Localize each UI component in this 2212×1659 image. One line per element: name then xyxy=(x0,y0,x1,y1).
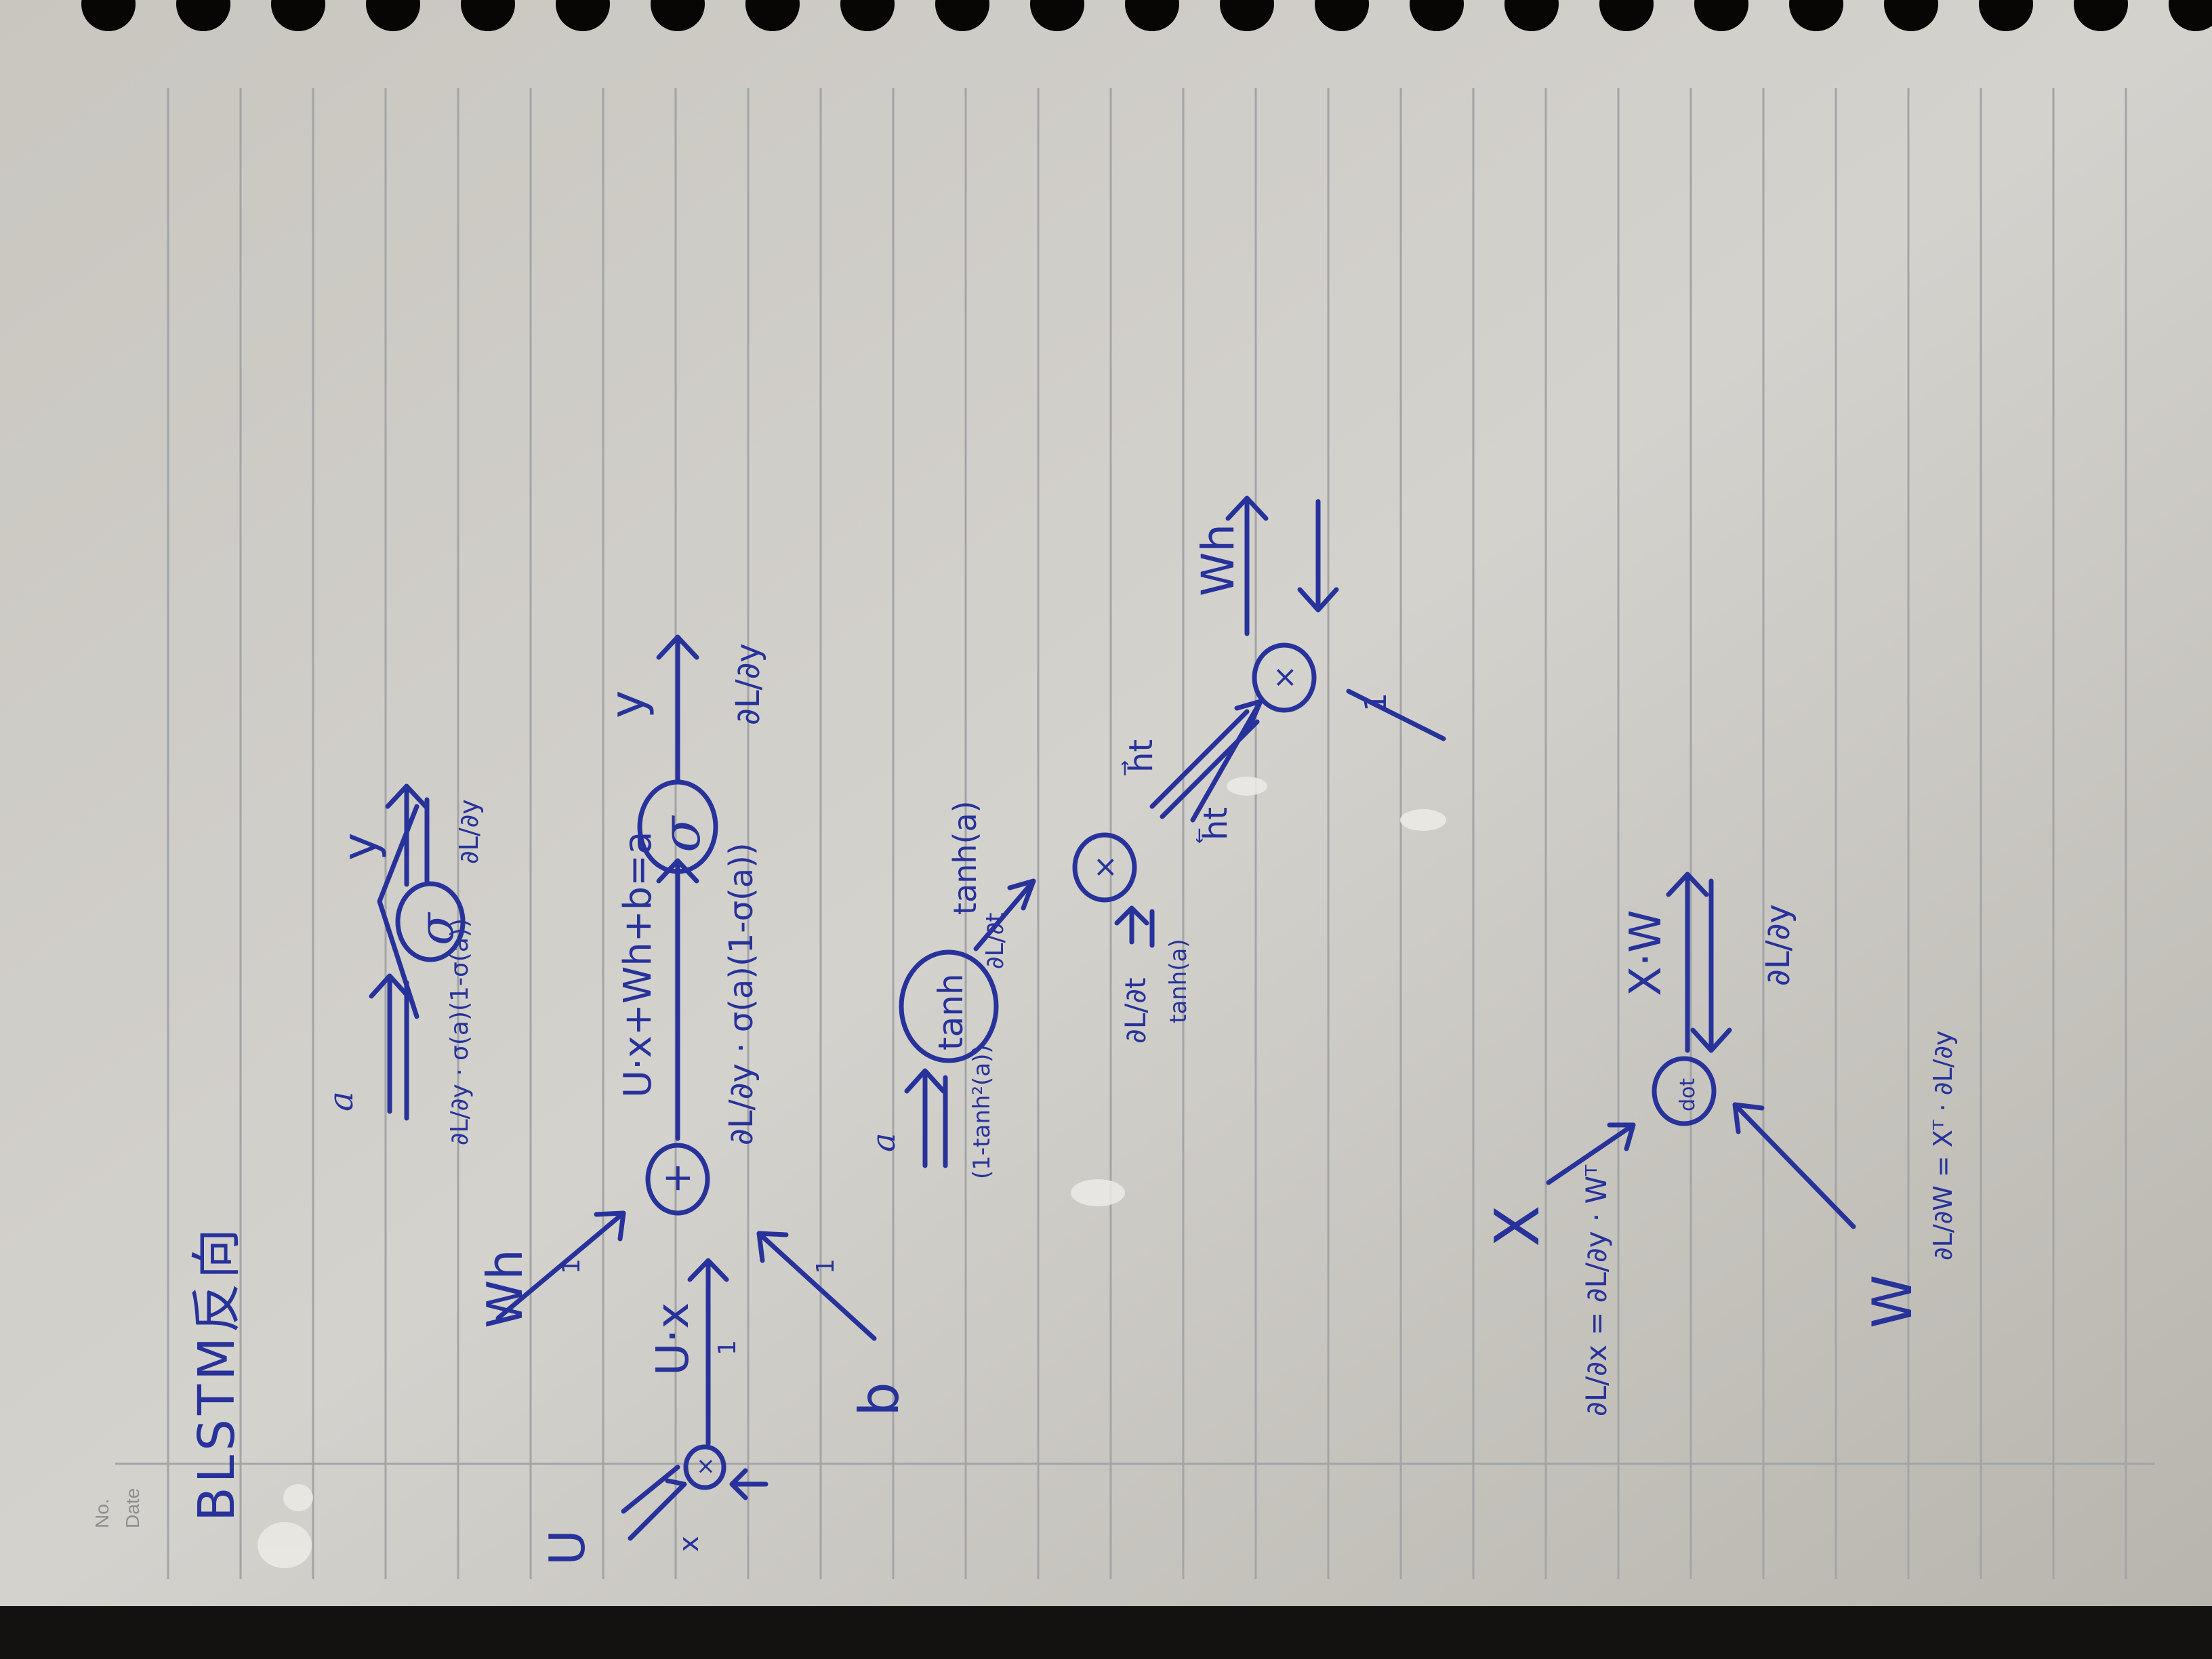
b-arrow xyxy=(756,1231,877,1341)
b-label: b xyxy=(848,1382,911,1416)
tanh-node xyxy=(899,949,999,1063)
wh-label: Wh xyxy=(476,1249,533,1328)
ht-bwd-arrow xyxy=(1346,689,1446,741)
plus-node xyxy=(645,1143,710,1216)
dot-node-label: dot xyxy=(1676,1078,1700,1111)
input-arrow xyxy=(369,973,411,1114)
sum-label: U·x+Wh+b=a xyxy=(616,832,660,1098)
tanh-output-grad: ∂L/∂t xyxy=(981,912,1009,969)
fork-mark xyxy=(377,804,419,1019)
tanh-diagram: a (1-tanh²(a)) tanh ∂L/∂t tanh(a) xyxy=(865,800,1036,1179)
input-label: a xyxy=(321,1091,361,1111)
y-arrow xyxy=(656,634,699,782)
b-grad-one: 1 xyxy=(812,1258,840,1274)
dot-out-grad: ∂L/∂y xyxy=(1759,904,1797,986)
wh-out-label: Wh xyxy=(1192,524,1244,596)
mult-tanh-node xyxy=(1072,832,1137,903)
dot-node xyxy=(1652,1056,1717,1126)
ht-fwd-label: h⃗t xyxy=(1121,739,1160,776)
tanh-input-arrow xyxy=(904,1068,946,1168)
dot-x-label: X xyxy=(1482,1205,1553,1247)
mult-in-grad: ∂L/∂t xyxy=(1119,978,1152,1044)
sigma-node xyxy=(637,779,718,874)
correction-fluid-marks xyxy=(258,777,1446,1568)
sigmoid-diagram-small: σ a ∂L/∂y · σ(a)(1-σ(a)) y ∂L/∂y xyxy=(321,783,484,1145)
wh-out-arrow xyxy=(1225,495,1269,636)
tanh-output-label: tanh(a) xyxy=(947,800,983,915)
wh-arrow xyxy=(495,1210,626,1321)
no-label: No. xyxy=(91,1498,112,1528)
tanh-node-label: tanh xyxy=(931,973,970,1050)
date-label: Date xyxy=(122,1488,143,1528)
x-label: x xyxy=(674,1536,705,1552)
sigma-node-label: σ xyxy=(651,815,712,853)
notebook-page xyxy=(0,0,2212,1606)
wh-grad-one: 1 xyxy=(558,1258,586,1274)
wh-out-grad-arrow xyxy=(1297,499,1339,613)
tanh-output-arrow xyxy=(973,878,1036,951)
dot-out-label: X·W xyxy=(1621,910,1671,996)
grad-mid-label: ∂L/∂y · σ(a)(1-σ(a)) xyxy=(722,842,760,1145)
output-label: y xyxy=(332,833,388,861)
bottom-mark: 1 xyxy=(1359,693,1393,712)
mult-node xyxy=(683,1444,726,1490)
dot-out-arrow xyxy=(1666,872,1709,1053)
dot-x-grad: ∂L/∂x = ∂L/∂y · Wᵀ xyxy=(1580,1164,1613,1416)
sigma-node-small xyxy=(395,881,466,962)
mult-in-grad-2: tanh(a) xyxy=(1165,939,1192,1023)
ux-arrow xyxy=(687,1258,729,1446)
mult-tanh-diagram: ∂L/∂t tanh(a) × h⃗t h⃖t xyxy=(1072,709,1260,1044)
mult-tanh-node-label: × xyxy=(1088,855,1122,880)
mult-wh-diagram: × Wh 1 xyxy=(1190,495,1446,823)
mult-wh-node xyxy=(1252,642,1317,713)
sigma-node-small-label: σ xyxy=(409,912,464,945)
tanh-grad-label: (1-tanh²(a)) xyxy=(968,1044,996,1179)
ht-bwd-label: h⃖t xyxy=(1195,807,1235,844)
grad-label: ∂L/∂y · σ(a)(1-σ(a)) xyxy=(446,918,474,1145)
dot-w-label: W xyxy=(1861,1275,1924,1328)
y-label: y xyxy=(600,691,655,718)
dot-w-grad: ∂L/∂W = Xᵀ · ∂L/∂y xyxy=(1928,1031,1958,1261)
dot-x-arrow xyxy=(1546,1122,1636,1185)
page-title: BLSTM反向 xyxy=(188,1225,246,1521)
ht-in-arrow xyxy=(1190,699,1263,823)
mult-in-arrow xyxy=(1114,905,1149,945)
mult-node-label: × xyxy=(692,1457,719,1477)
mult-wh-node-label: × xyxy=(1267,665,1302,690)
x-arrow xyxy=(729,1468,769,1500)
spiral-holes xyxy=(81,0,2212,31)
ux-label: U·x xyxy=(647,1303,699,1376)
ux-grad-one: 1 xyxy=(714,1340,741,1355)
plus-node-label: + xyxy=(655,1162,699,1194)
desk-shadow xyxy=(0,1606,2212,1659)
dot-out-grad-arrow xyxy=(1690,878,1732,1053)
dot-diagram: X ∂L/∂x = ∂L/∂y · Wᵀ dot W ∂L/∂W = Xᵀ · … xyxy=(1482,872,1958,1416)
u-label: U xyxy=(539,1530,596,1565)
y-grad-label: ∂L/∂y xyxy=(729,643,767,725)
linear-sigmoid-diagram: U × x U·x 1 Wh 1 + b xyxy=(476,634,911,1565)
output-grad: ∂L/∂y xyxy=(454,799,484,864)
dot-w-arrow xyxy=(1732,1102,1856,1229)
sum-arrow xyxy=(656,858,699,1141)
tanh-input-label: a xyxy=(865,1132,903,1152)
u-arrows xyxy=(621,1465,687,1541)
